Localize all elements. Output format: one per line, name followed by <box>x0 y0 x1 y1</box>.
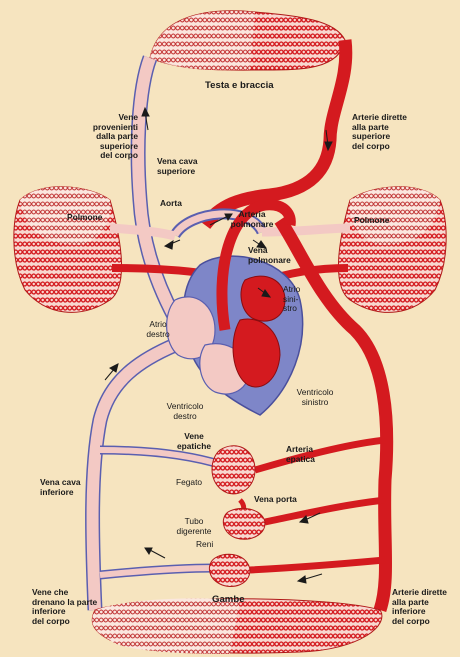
capillary-bed-head-venous-half <box>150 10 255 71</box>
aortic-arch <box>216 199 296 331</box>
label-atrio-sinistro: Atrio sini- stro <box>283 284 301 314</box>
left-atrium <box>240 275 286 322</box>
label-ventricolo-destro: Ventricolo destro <box>166 401 204 421</box>
left-ventricle <box>232 318 281 388</box>
kidney-organ <box>208 553 251 587</box>
descending-aorta-vessel <box>274 216 394 613</box>
label-aorta: Aorta <box>160 198 182 208</box>
label-vena-cava-inferiore: Vena cava inferiore <box>40 477 81 497</box>
label-vena-polmonare: Vena polmonare <box>248 245 291 265</box>
label-reni: Reni <box>196 539 214 549</box>
label-arterie-inferiori: Arterie dirette alla parte inferiore del… <box>392 587 447 626</box>
label-vene-inferiori: Vene che drenano la parte inferiore del … <box>32 587 98 626</box>
label-vena-porta: Vena porta <box>254 494 297 504</box>
label-ventricolo-sinistro: Ventricolo sinistro <box>296 387 334 407</box>
label-vena-cava-superiore: Vena cava superiore <box>157 156 198 176</box>
gut-organ <box>222 507 266 540</box>
label-arteria-polmonare: Arteria polmonare <box>230 209 274 229</box>
liver-organ <box>211 445 256 495</box>
label-gambe: Gambe <box>212 594 245 605</box>
label-fegato: Fegato <box>176 477 203 487</box>
upper-body-artery-vessel <box>199 39 353 230</box>
label-polmone-destro: Polmone <box>354 215 390 225</box>
label-vene-epatiche: Vene epatiche <box>177 431 211 451</box>
label-vene-superiori: Vene provenienti dalla parte superiore d… <box>92 112 138 161</box>
label-testa-braccia: Testa e braccia <box>205 80 274 91</box>
label-atrio-destro: Atrio destro <box>146 319 170 339</box>
label-arteria-epatica: Arteria epatica <box>286 444 315 464</box>
label-arterie-superiori: Arterie dirette alla parte superiore del… <box>352 112 407 151</box>
label-tubo-digerente: Tubo digerente <box>176 516 212 536</box>
label-polmone-sinistro: Polmone <box>67 212 103 222</box>
